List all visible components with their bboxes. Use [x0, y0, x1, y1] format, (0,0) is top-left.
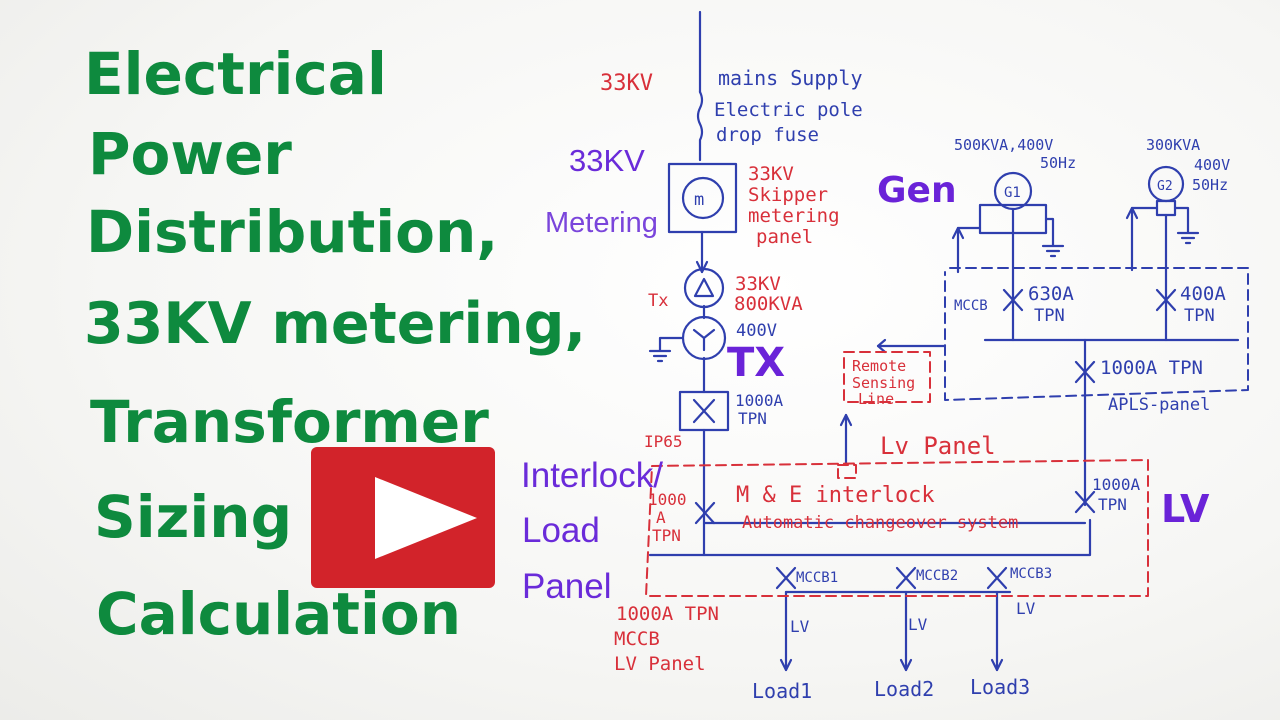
- interlock-label-1: Interlock/: [521, 456, 663, 495]
- drop-fuse-label: drop fuse: [716, 124, 819, 146]
- g1-symbol: G1: [1004, 185, 1021, 201]
- title-line-6: Sizing: [94, 483, 293, 551]
- lv1-label: LV: [790, 617, 810, 636]
- blue-annotations: mains Supply Electric pole drop fuse m 4…: [694, 66, 1230, 703]
- interlock-text: M & E interlock: [736, 483, 935, 508]
- skipper-label-2: Skipper: [748, 184, 828, 206]
- breaker-label-1: 1000A: [735, 391, 784, 410]
- tx-rating-1: 33KV: [735, 273, 781, 295]
- metering-label: Metering: [545, 207, 658, 239]
- play-icon: [375, 477, 477, 559]
- tx-rating-3: 400V: [736, 321, 777, 341]
- lv-panel-label: Lv Panel: [880, 432, 996, 460]
- gen-label: Gen: [877, 170, 957, 211]
- lv-label-purple: LV: [1161, 487, 1210, 531]
- mccb2-label: MCCB2: [916, 568, 958, 584]
- title-line-5: Transformer: [90, 388, 489, 456]
- electric-pole-label: Electric pole: [714, 99, 863, 121]
- remote-label-3: Line: [858, 390, 894, 408]
- lv-incomer-2: A: [656, 508, 666, 527]
- mccb-630-1: 630A: [1028, 283, 1074, 305]
- title-line-2: Power: [88, 120, 292, 188]
- title-line-1: Electrical: [84, 40, 387, 108]
- supply-kv-label: 33KV: [600, 71, 653, 96]
- lv-panel-border: [645, 459, 1149, 597]
- skipper-label-4: panel: [756, 226, 813, 248]
- bottom-note-2: MCCB: [614, 628, 660, 650]
- bottom-note-1: 1000A TPN: [616, 603, 719, 625]
- lv-busbar: [648, 518, 1092, 557]
- lv-breaker-2: TPN: [1098, 495, 1127, 514]
- breaker-label-2: TPN: [738, 409, 767, 428]
- mccb1-label: MCCB1: [796, 570, 838, 586]
- load3-label: Load3: [970, 675, 1030, 699]
- breaker-icon: [692, 398, 716, 525]
- title-line-7: Calculation: [96, 580, 462, 648]
- apls-panel-label: APLS-panel: [1108, 395, 1210, 415]
- mccb-400-2: TPN: [1184, 306, 1215, 326]
- mccb-label: MCCB: [954, 298, 988, 314]
- lv-breaker-1: 1000A: [1092, 475, 1141, 494]
- ip65-label: IP65: [644, 432, 683, 451]
- mccb3-label: MCCB3: [1010, 566, 1052, 582]
- load1-label: Load1: [752, 679, 812, 703]
- skipper-label-1: 33KV: [748, 163, 794, 185]
- tx-label: Tx: [648, 291, 668, 311]
- lv-incomer-3: TPN: [652, 526, 681, 545]
- youtube-play-button[interactable]: [311, 447, 495, 588]
- load2-label: Load2: [874, 677, 934, 701]
- skipper-label-3: metering: [748, 205, 840, 227]
- remote-label-2: Sensing: [852, 374, 915, 392]
- transformer-icon: [681, 267, 727, 361]
- tx-label-purple: TX: [727, 340, 786, 386]
- apls-panel-border: [944, 267, 1249, 401]
- interlock-label-3: Panel: [522, 567, 612, 606]
- g2-symbol: G2: [1157, 179, 1173, 194]
- bottom-note-3: LV Panel: [614, 653, 706, 675]
- g2-rating-2: 400V: [1194, 156, 1230, 174]
- mains-supply-label: mains Supply: [718, 66, 863, 90]
- remote-label-1: Remote: [852, 357, 906, 375]
- title-line-4: 33KV metering,: [84, 291, 587, 357]
- lv2-label: LV: [908, 615, 928, 634]
- lv3-label: LV: [1016, 599, 1036, 618]
- red-annotations: 33KV 33KV Skipper metering panel Tx 33KV…: [600, 71, 1018, 675]
- g2-rating-3: 50Hz: [1192, 176, 1228, 194]
- mccb-400-1: 400A: [1180, 283, 1226, 305]
- mccb-630-2: TPN: [1034, 306, 1065, 326]
- g2-rating-1: 300KVA: [1146, 136, 1200, 154]
- lv-incomer-1: 1000: [648, 490, 687, 509]
- meter-icon: [681, 176, 725, 220]
- 33kv-label: 33KV: [569, 143, 645, 178]
- title-line-3: Distribution,: [86, 198, 499, 266]
- changeover-text: Automatic changeover system: [742, 513, 1018, 533]
- g1-rating-2: 50Hz: [1040, 154, 1076, 172]
- tx-rating-2: 800KVA: [734, 293, 803, 315]
- interlock-label-2: Load: [522, 511, 600, 550]
- g1-rating-1: 500KVA,400V: [954, 136, 1053, 154]
- meter-symbol: m: [694, 190, 704, 210]
- apls-breaker-label: 1000A TPN: [1100, 357, 1203, 379]
